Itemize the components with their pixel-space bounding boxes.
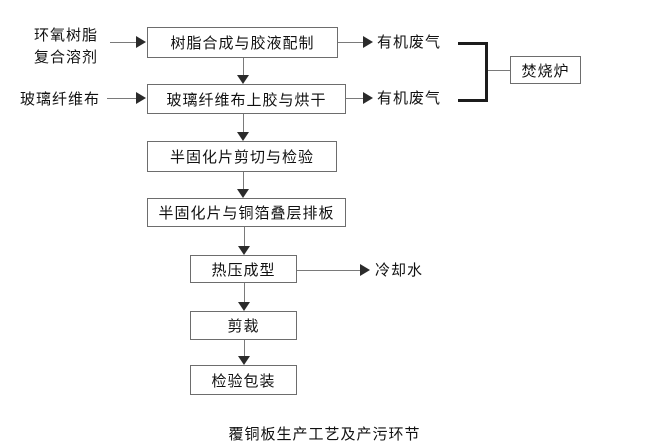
flow-connector-2 (243, 114, 244, 133)
bracket-bottom-arm (458, 99, 488, 102)
process-box-resin-synthesis[interactable]: 树脂合成与胶液配制 (147, 27, 338, 58)
flow-arrow-5-icon (238, 302, 250, 311)
output-arrow-waste-gas-1-icon (363, 36, 373, 48)
flow-arrow-3-icon (237, 189, 249, 198)
input-connector-epoxy (110, 42, 138, 43)
input-label-epoxy-resin-solvent: 环氧树脂 复合溶剂 (34, 24, 98, 68)
flow-arrow-2-icon (237, 132, 249, 141)
process-box-label: 剪裁 (227, 317, 260, 335)
output-arrow-waste-gas-2-icon (363, 92, 373, 104)
process-box-label: 半固化片剪切与检验 (169, 148, 314, 166)
flow-connector-4 (244, 227, 245, 247)
output-label-organic-waste-gas-1: 有机废气 (377, 33, 442, 51)
flow-connector-3 (243, 172, 244, 190)
output-connector-waste-gas-2 (346, 98, 366, 99)
bracket-spine (485, 42, 488, 102)
input-arrow-epoxy-icon (136, 36, 146, 48)
input-label-line1: 环氧树脂 (34, 26, 99, 44)
process-box-label: 热压成型 (211, 260, 276, 279)
input-connector-glass-cloth (107, 98, 138, 99)
output-connector-cooling-water (297, 270, 363, 271)
flow-arrow-4-icon (238, 246, 250, 255)
flow-arrow-1-icon (237, 75, 249, 84)
process-box-prepreg-copper-layup[interactable]: 半固化片与铜箔叠层排板 (147, 198, 346, 227)
process-box-label: 树脂合成与胶液配制 (170, 34, 315, 52)
process-box-trimming[interactable]: 剪裁 (190, 311, 297, 340)
flow-connector-5 (244, 283, 245, 303)
process-box-label: 检验包装 (211, 371, 276, 390)
process-box-prepreg-cutting[interactable]: 半固化片剪切与检验 (147, 141, 337, 172)
process-box-gluing-drying[interactable]: 玻璃纤维布上胶与烘干 (147, 84, 346, 114)
input-arrow-glass-cloth-icon (136, 92, 146, 104)
process-box-label: 玻璃纤维布上胶与烘干 (166, 90, 327, 109)
figure-caption: 覆铜板生产工艺及产污环节 (228, 425, 421, 443)
process-box-inspection-packaging[interactable]: 检验包装 (190, 365, 297, 395)
output-arrow-cooling-water-icon (360, 264, 370, 276)
flow-arrow-6-icon (238, 356, 250, 365)
input-label-glass-fiber-cloth: 玻璃纤维布 (20, 90, 101, 108)
input-label-line2: 复合溶剂 (34, 48, 99, 66)
incinerator-connector (488, 70, 510, 71)
process-box-label: 半固化片与铜箔叠层排板 (158, 204, 335, 222)
output-label-cooling-water: 冷却水 (375, 261, 424, 279)
flow-connector-6 (244, 340, 245, 357)
treatment-box-label: 焚烧炉 (521, 61, 570, 80)
treatment-box-incinerator[interactable]: 焚烧炉 (510, 56, 581, 84)
process-box-hot-press-forming[interactable]: 热压成型 (190, 255, 297, 283)
output-label-organic-waste-gas-2: 有机废气 (377, 89, 442, 107)
flow-connector-1 (243, 58, 244, 77)
output-connector-waste-gas-1 (338, 42, 366, 43)
bracket-top-arm (458, 42, 488, 45)
